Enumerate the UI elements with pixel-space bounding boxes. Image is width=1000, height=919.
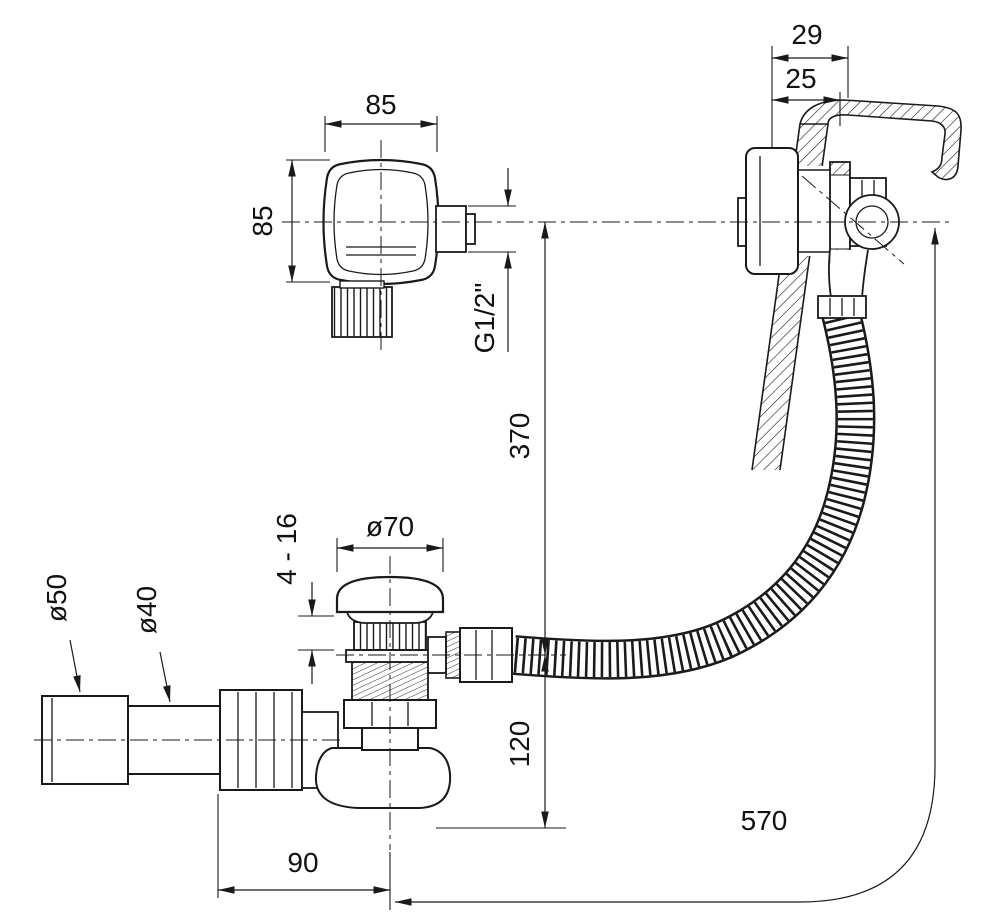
overflow-side-view [737, 147, 900, 319]
dim-pipe-outer-group: ø50 [41, 574, 81, 693]
dim-outlet-height: 120 [504, 721, 535, 768]
centerlines [34, 140, 950, 850]
dim-hose-length-group: 570 [395, 228, 939, 906]
dim-depth-total-group: 29 [771, 19, 849, 148]
dim-depth-total: 29 [791, 19, 822, 50]
dimensions: 85 85 G1/2" 29 25 [41, 19, 939, 910]
drain-foot [314, 747, 452, 809]
bathtub-rim [798, 99, 962, 181]
dim-depth-wall-group: 25 [772, 63, 841, 126]
dim-height-370-group: 370 [504, 222, 549, 655]
dim-overflow-width-group: 85 [324, 89, 438, 152]
dim-overflow-thread: G1/2" [469, 283, 500, 354]
dim-overflow-thread-group: G1/2" [468, 168, 516, 353]
dim-height-overflow-to-outlet: 370 [504, 413, 535, 460]
waste-drain-assembly [314, 575, 513, 809]
dim-clamping-range: 4 - 16 [271, 513, 302, 585]
dim-overflow-height: 85 [247, 205, 278, 236]
overflow-side-port [435, 205, 467, 253]
overflow-outer-cover [745, 147, 799, 275]
dim-outlet-offset-group: 90 [217, 794, 391, 910]
dim-pipe-inner-group: ø40 [131, 586, 171, 703]
dim-plug-diameter: ø70 [366, 511, 414, 542]
overflow-flexible-hose [512, 305, 876, 680]
dim-overflow-width: 85 [365, 89, 396, 120]
dim-clamping-range-group: 4 - 16 [271, 513, 334, 684]
dim-pipe-outer-diameter: ø50 [41, 574, 72, 622]
gasket-top [829, 161, 851, 176]
dim-pipe-inner-diameter: ø40 [131, 586, 162, 634]
overflow-threaded-stub [331, 286, 393, 338]
dim-overflow-height-group: 85 [247, 159, 330, 283]
overflow-front-view [322, 158, 476, 338]
dim-depth-wall: 25 [785, 63, 816, 94]
dim-outlet-offset: 90 [287, 847, 318, 878]
dim-hose-length: 570 [741, 805, 788, 836]
